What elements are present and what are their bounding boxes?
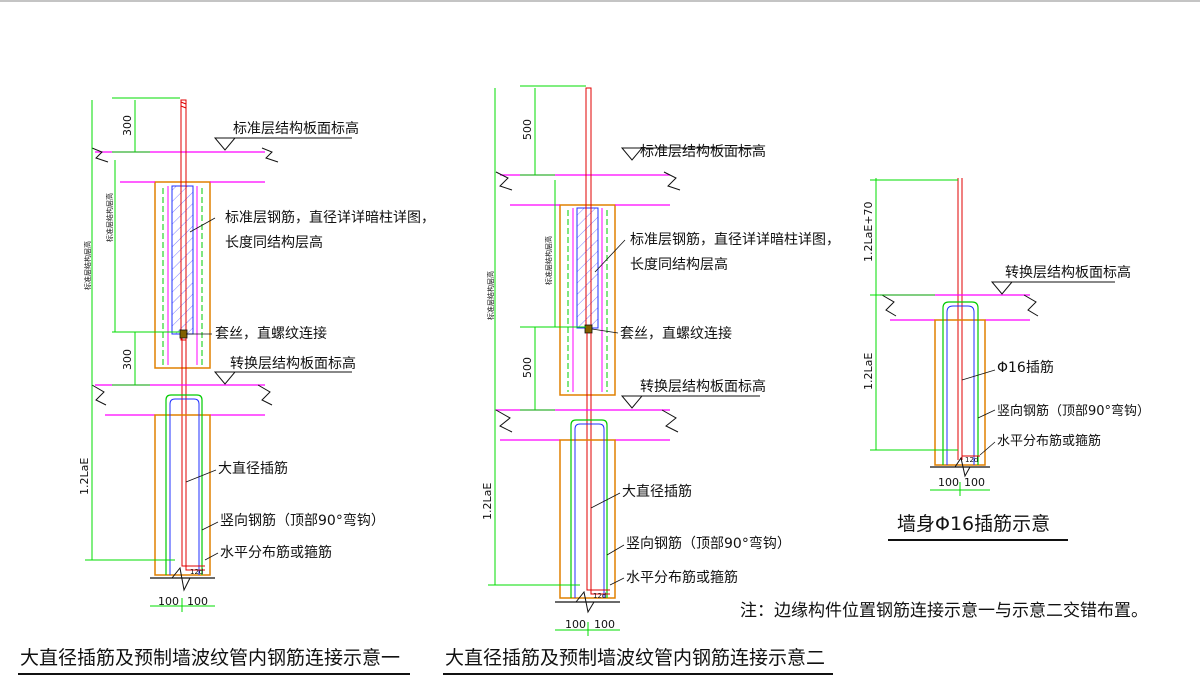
std-height-label-1b: 标准层结构层高	[83, 241, 92, 290]
dim-100-1b: 100	[187, 595, 208, 608]
dim-12lae70-3: 1.2LaE+70	[862, 201, 875, 262]
transfer-floor-elev-label-2: 转换层结构板面标高	[640, 378, 766, 395]
diagram-1: 12d 300 300 标准层结构层高 标准层结构层高 1.2LaE 100 1…	[18, 97, 435, 675]
dim-12lae-2: 1.2LaE	[481, 483, 494, 520]
horizontal-rebar-label-2: 水平分布筋或箍筋	[626, 569, 738, 586]
std-rebar-label-1b: 长度同结构层高	[225, 234, 323, 251]
dim-100-3b: 100	[964, 476, 985, 489]
std-height-label-2a: 标准层结构层高	[544, 236, 553, 285]
dim-100-1a: 100	[158, 595, 179, 608]
dim-300-bot-1: 300	[121, 349, 134, 370]
vertical-rebar-label-1: 竖向钢筋（顶部90°弯钩）	[220, 512, 385, 529]
vertical-rebar-label-3: 竖向钢筋（顶部90°弯钩）	[997, 403, 1150, 419]
layout-note: 注：边缘构件位置钢筋连接示意一与示意二交错布置。	[740, 601, 1148, 621]
dim-300-top-1: 300	[121, 115, 134, 136]
horizontal-rebar-label-1: 水平分布筋或箍筋	[220, 544, 332, 561]
hook-12d-1: 12d	[190, 568, 203, 576]
corrugated-duct	[171, 185, 194, 335]
dim-12lae-3: 1.2LaE	[862, 353, 875, 390]
std-rebar	[180, 99, 187, 341]
std-rebar-label-2b: 长度同结构层高	[630, 256, 728, 273]
caption-diagram-3: 墙身Φ16插筋示意	[897, 513, 1050, 535]
lower-wall-outline	[154, 414, 211, 576]
coupler-label-1: 套丝，直螺纹连接	[215, 325, 327, 342]
dim-12lae-1: 1.2LaE	[78, 458, 91, 495]
vertical-rebar-label-2: 竖向钢筋（顶部90°弯钩）	[626, 535, 791, 552]
hook-12d-2: 12d	[593, 592, 606, 600]
large-dowel-label-2: 大直径插筋	[622, 483, 692, 500]
dim-500-top-2: 500	[521, 119, 534, 140]
diagram-3: 12d 1.2LaE+70 1.2LaE 100 100 转换层结构板面标高 Φ…	[862, 178, 1150, 541]
std-rebar-label-2a: 标准层钢筋，直径详详暗柱详图，	[630, 231, 840, 248]
transfer-floor-elev-label-3: 转换层结构板面标高	[1005, 264, 1131, 281]
std-height-label-2b: 标准层结构层高	[486, 271, 495, 320]
caption-diagram-2: 大直径插筋及预制墙波纹管内钢筋连接示意二	[445, 647, 825, 669]
corrugated-duct-2	[576, 207, 599, 329]
phi16-label-3: Φ16插筋	[997, 359, 1054, 376]
std-floor-elev-label-2: 标准层结构板面标高	[640, 143, 766, 160]
coupler-label-2: 套丝，直螺纹连接	[620, 325, 732, 342]
wall-outline-3	[934, 319, 986, 466]
lower-wall-outline-2	[559, 439, 616, 599]
dim-100-2b: 100	[594, 618, 615, 631]
diagram-2: 12d 500 500 标准层结构层高 标准层结构层高 1.2LaE 100 1…	[443, 85, 840, 675]
hook-12d-3: 12d	[965, 456, 978, 464]
large-dowel-label-1: 大直径插筋	[218, 460, 288, 477]
transfer-floor-elev-label-1: 转换层结构板面标高	[230, 355, 356, 372]
horizontal-rebar-label-3: 水平分布筋或箍筋	[997, 433, 1101, 449]
coupler-2	[584, 324, 593, 334]
std-rebar-label-1a: 标准层钢筋，直径详详暗柱详图，	[225, 209, 435, 226]
std-floor-elev-label-1: 标准层结构板面标高	[233, 120, 359, 137]
dim-100-2a: 100	[565, 618, 586, 631]
std-height-label-1a: 标准层结构层高	[105, 193, 114, 242]
dim-100-3a: 100	[938, 476, 959, 489]
coupler	[179, 329, 188, 339]
caption-diagram-1: 大直径插筋及预制墙波纹管内钢筋连接示意一	[20, 647, 400, 669]
dim-500-bot-2: 500	[521, 357, 534, 378]
